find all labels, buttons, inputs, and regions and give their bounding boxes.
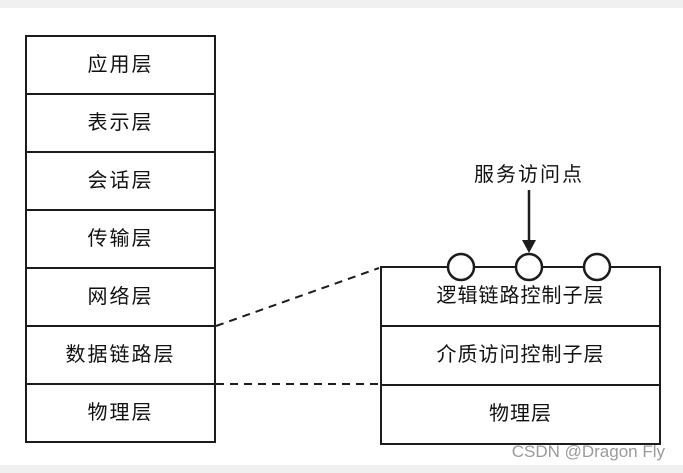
sublayer-physical: 物理层 (382, 386, 659, 443)
watermark-text: CSDN @Dragon Fly (511, 442, 665, 461)
sap-arrow-head (522, 240, 536, 253)
service-access-point-label: 服务访问点 (474, 164, 584, 186)
osi-layer-session: 会话层 (27, 153, 214, 211)
top-gray-band (0, 0, 683, 8)
osi-layer-transport: 传输层 (27, 211, 214, 269)
datalink-sublayer-box: 逻辑链路控制子层 介质访问控制子层 物理层 (380, 266, 661, 445)
bottom-gray-band (0, 465, 683, 473)
sublayer-mac: 介质访问控制子层 (382, 327, 659, 386)
osi-layer-application: 应用层 (27, 37, 214, 95)
osi-layer-datalink: 数据链路层 (27, 327, 214, 385)
osi-layer-presentation: 表示层 (27, 95, 214, 153)
osi-layer-physical: 物理层 (27, 385, 214, 441)
sublayer-llc: 逻辑链路控制子层 (382, 268, 659, 327)
dashed-connector-top (215, 267, 380, 327)
osi-layer-stack: 应用层 表示层 会话层 传输层 网络层 数据链路层 物理层 (25, 35, 216, 443)
osi-layer-network: 网络层 (27, 269, 214, 327)
